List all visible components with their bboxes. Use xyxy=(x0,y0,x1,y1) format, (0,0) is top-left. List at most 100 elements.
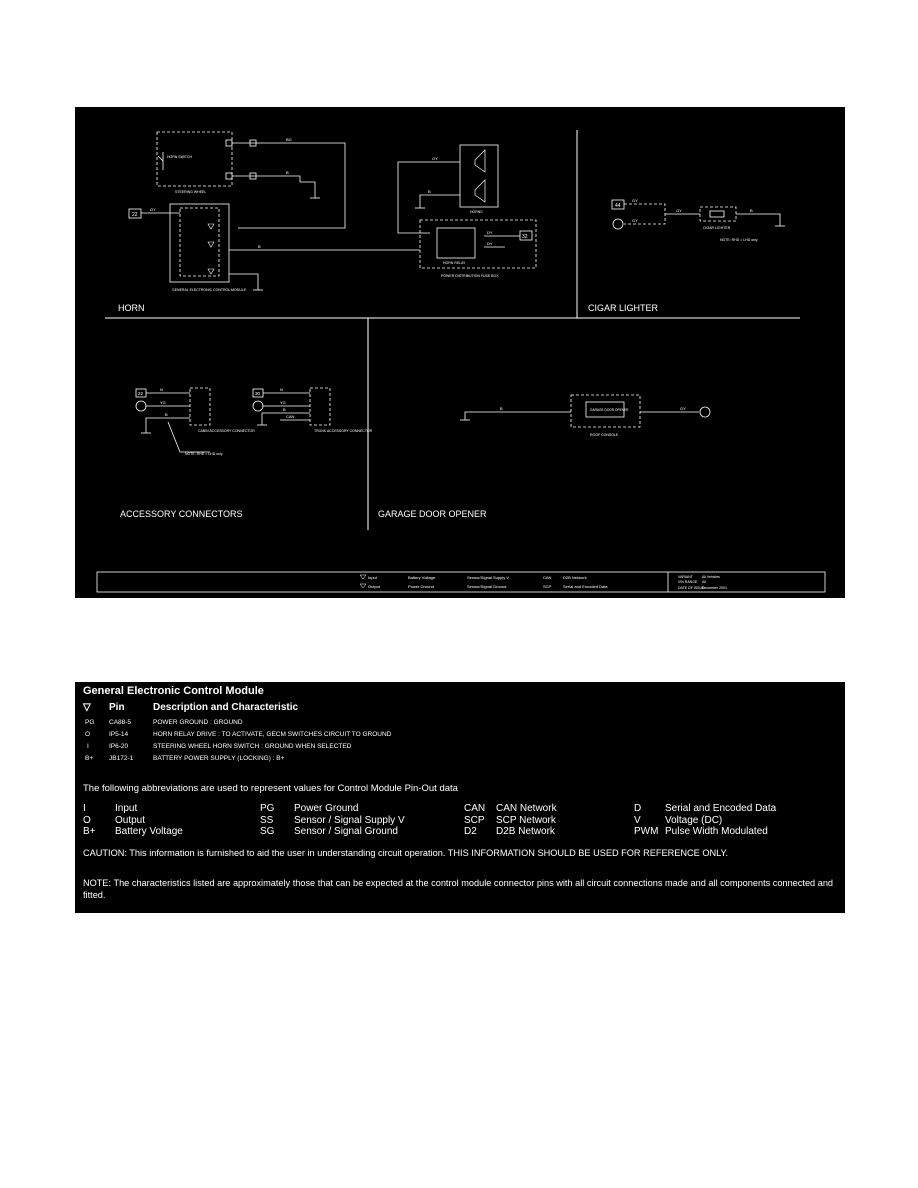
roof-console-box xyxy=(570,394,641,428)
wire-b-horns xyxy=(419,194,460,208)
horn-symbol-1 xyxy=(474,149,486,173)
cabin-connector-label: CABIN ACCESSORY CONNECTOR xyxy=(198,429,255,433)
wire-label-gy-1: GY xyxy=(632,198,638,203)
cabin-connector-box xyxy=(189,387,211,426)
legend-vin-label: VIN RANGE xyxy=(678,580,698,584)
legend-serial: Serial and Encoded Data xyxy=(563,584,608,589)
section-title-horn: HORN xyxy=(118,303,145,313)
acc-b-wire-label-yg: YG xyxy=(280,400,286,405)
gecm-outer-box xyxy=(169,203,230,283)
horn-relay-label: HORN RELAY xyxy=(443,261,466,265)
legend-scp: SCP xyxy=(543,584,552,589)
gdo-wire-label-oy: OY xyxy=(680,406,686,411)
acc-wire-b xyxy=(145,417,190,433)
section-title-accessory-connectors: ACCESSORY CONNECTORS xyxy=(120,509,243,519)
legend-sensor-supply: Sensor/Signal Supply V xyxy=(467,575,509,580)
abbr-key: V xyxy=(634,815,641,826)
abbr-value: SCP Network xyxy=(496,815,556,826)
legend-vin-value: All xyxy=(702,580,706,584)
cigar-lighter-element xyxy=(709,210,725,218)
acc-b-wire-label-n: N xyxy=(280,387,283,392)
ref-box-22 xyxy=(128,208,142,219)
abbr-value: Serial and Encoded Data xyxy=(665,803,777,814)
accessory-connectors-circuit: 22 N YG B CABIN ACCESSORY CONNECTOR NOTE… xyxy=(135,387,373,456)
cigar-note: NOTE: RHD = LHD only xyxy=(720,238,758,242)
gecm-row-desc: STEERING WHEEL HORN SWITCH : GROUND WHEN… xyxy=(153,743,352,750)
legend-date-label: DATE OF ISSUE xyxy=(678,586,705,590)
wire-b-gecm-ground xyxy=(229,273,259,290)
gecm-row-type: O xyxy=(85,731,91,738)
wire-label-dy-2: DY xyxy=(487,241,493,246)
caution-text: CAUTION: This information is furnished t… xyxy=(83,848,729,858)
pin-triangle-2 xyxy=(207,241,215,248)
legend-sensor-ground: Sensor/Signal Ground xyxy=(467,584,506,589)
ref-acc-b-label: 30 xyxy=(255,391,261,396)
abbr-value: Voltage (DC) xyxy=(665,815,723,826)
legend-output-icon xyxy=(359,583,367,589)
gecm-row-pin: IP5-14 xyxy=(109,731,129,738)
abbr-key: PWM xyxy=(634,826,659,837)
abbr-value: Sensor / Signal Ground xyxy=(294,826,398,837)
horn-switch-contact xyxy=(157,155,164,162)
acc-b-wire-label-can: CAN xyxy=(286,414,295,419)
ref-32-label: 32 xyxy=(522,234,528,240)
gecm-inner-box xyxy=(179,207,220,277)
ignition-symbol xyxy=(612,218,624,230)
abbr-value: Pulse Width Modulated xyxy=(665,826,768,837)
legend-date-value: December 2001 xyxy=(702,586,727,590)
gecm-table-title: General Electronic Control Module xyxy=(83,685,264,697)
steering-wheel-box xyxy=(156,131,233,187)
gdo-ignition-symbol xyxy=(699,406,711,418)
gecm-row-desc: POWER GROUND : GROUND xyxy=(153,719,243,726)
acc-note-leader xyxy=(167,421,210,453)
gecm-header-pin: Pin xyxy=(109,702,125,713)
cigar-lighter-label: CIGAR LIGHTER xyxy=(703,226,731,230)
horn-symbol-2 xyxy=(474,179,486,203)
ref-box-32 xyxy=(519,230,533,241)
abbr-key: SS xyxy=(260,815,274,826)
wire-label-dy-1: DY xyxy=(487,230,493,235)
horn-switch-label: HORN SWITCH xyxy=(167,155,193,159)
wire-label-oy-2: OY xyxy=(432,156,438,161)
garage-door-circuit: B GARAGE DOOR OPENER ROOF CONSOLE OY xyxy=(460,394,711,437)
abbr-value: D2B Network xyxy=(496,826,555,837)
gdo-unit-label: GARAGE DOOR OPENER xyxy=(590,408,629,412)
ref-22-label: 22 xyxy=(132,212,138,218)
horn-circuit: STEERING WHEEL HORN SWITCH BG B GENERAL … xyxy=(128,131,537,292)
ref-44-label: 44 xyxy=(615,203,621,209)
trunk-connector-box xyxy=(309,387,331,426)
legend-power-ground: Power Ground xyxy=(408,584,434,589)
abbr-key: D xyxy=(634,803,642,814)
legend-battery-voltage: Battery Voltage xyxy=(408,575,436,580)
acc-note: NOTE: RHD = LHD only xyxy=(185,452,223,456)
abbr-key: D2 xyxy=(464,826,477,837)
abbr-key: B+ xyxy=(83,826,96,837)
legend-input: Input xyxy=(368,575,378,580)
section-title-garage-door-opener: GARAGE DOOR OPENER xyxy=(378,509,487,519)
wire-label-b-1: B xyxy=(286,170,289,175)
cigar-lighter-circuit: 44 GY GY GY CIGAR LIGHTER B NOTE: RHD = … xyxy=(611,198,785,242)
legend-bar: Input Output Battery Voltage Power Groun… xyxy=(96,571,826,593)
gecm-row-desc: HORN RELAY DRIVE : TO ACTIVATE, GECM SWI… xyxy=(153,731,392,738)
abbr-key: I xyxy=(83,803,86,814)
ref-box-44 xyxy=(611,199,625,210)
horns-box xyxy=(459,144,499,208)
abbr-value: CAN Network xyxy=(496,803,557,814)
ref-acc-a-label: 22 xyxy=(138,391,144,396)
pin-triangle-icon: ▽ xyxy=(83,702,91,713)
legend-d2b: D2B Network xyxy=(563,575,587,580)
gecm-row-type: B+ xyxy=(85,755,94,762)
wire-label-b-4: B xyxy=(750,208,753,213)
acc-b-wire-b xyxy=(261,412,310,425)
gecm-row-pin: CA88-5 xyxy=(109,719,132,726)
abbr-key: SCP xyxy=(464,815,485,826)
legend-input-icon xyxy=(359,574,367,580)
legend-box xyxy=(96,571,826,593)
gdo-unit-box xyxy=(585,401,625,418)
gecm-row-type: I xyxy=(87,743,89,750)
acc-b-wire-label-b: B xyxy=(283,407,286,412)
legend-variant-label: VARIANT xyxy=(678,575,694,579)
abbr-key: O xyxy=(83,815,91,826)
gdo-wire-label-b: B xyxy=(500,406,503,411)
